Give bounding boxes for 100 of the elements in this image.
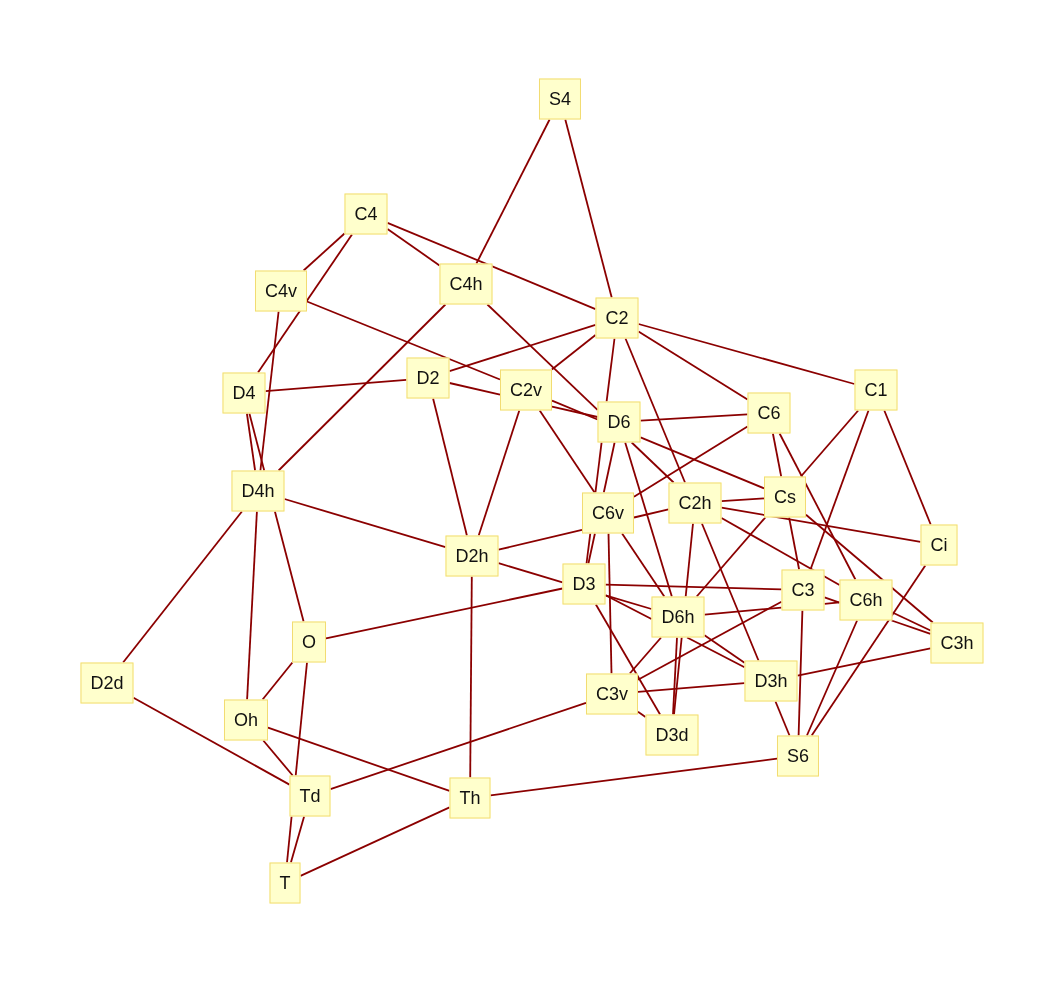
graph-node: Cs — [764, 476, 806, 518]
graph-node: S4 — [539, 78, 581, 120]
connector-line — [637, 600, 783, 681]
connector-line — [294, 661, 308, 777]
connector-line — [329, 701, 587, 790]
connector-line — [264, 378, 408, 393]
connector-line — [283, 498, 447, 549]
connector-line — [262, 739, 294, 777]
connector-line — [637, 682, 746, 693]
connector-line — [883, 409, 932, 526]
connector-line — [448, 382, 501, 396]
connector-line — [290, 815, 305, 864]
connector-line — [639, 436, 765, 490]
connector-line — [605, 337, 616, 403]
graph-node: D6 — [597, 401, 641, 443]
connector-line — [551, 334, 597, 371]
connector-line — [475, 118, 551, 265]
connector-line — [720, 497, 765, 503]
graph-node: Td — [289, 775, 331, 817]
graph-node: D2h — [445, 535, 499, 577]
connector-line — [248, 412, 266, 472]
connector-line — [386, 228, 441, 267]
connector-line — [637, 330, 749, 401]
connector-line — [639, 413, 749, 422]
connector-line — [267, 726, 451, 792]
connector-line — [806, 619, 858, 737]
connector-line — [891, 611, 932, 632]
graph-node: T — [269, 862, 301, 904]
graph-node: C4v — [255, 270, 307, 312]
connector-line — [477, 409, 521, 537]
connector-line — [277, 303, 447, 472]
connector-line — [246, 412, 256, 472]
connector-line — [774, 700, 791, 737]
graph-node: D3 — [562, 563, 606, 605]
connector-line — [497, 562, 564, 584]
graph-node: C6h — [839, 579, 893, 621]
graph-node: D4 — [222, 372, 266, 414]
graph-node: C2 — [595, 297, 639, 339]
connector-line — [594, 441, 603, 494]
connector-line — [538, 409, 596, 494]
connector-line — [633, 508, 670, 519]
connector-line — [621, 532, 666, 598]
connector-line — [701, 522, 760, 662]
connector-line — [633, 425, 749, 498]
connector-line — [637, 323, 856, 385]
connector-line — [386, 222, 597, 310]
connector-line — [810, 564, 927, 737]
graph-node: D4h — [231, 470, 285, 512]
connector-line — [624, 441, 673, 598]
graph-node: Oh — [224, 699, 268, 741]
graph-node: D2d — [80, 662, 134, 704]
connector-line — [720, 506, 922, 543]
connector-line — [246, 510, 258, 701]
connector-line — [274, 510, 305, 623]
connector-line — [772, 432, 783, 478]
connector-line — [630, 441, 675, 484]
connector-line — [261, 661, 294, 701]
graph-node: C4 — [344, 193, 388, 235]
graph-node: C2v — [500, 369, 552, 411]
connector-line — [489, 757, 778, 797]
connector-line — [686, 636, 746, 669]
connector-line — [778, 432, 857, 581]
connector-line — [259, 310, 280, 472]
connector-line — [595, 603, 661, 716]
graph-node: D3d — [645, 714, 699, 756]
connector-line — [607, 532, 613, 675]
connector-line — [122, 510, 243, 664]
connector-line — [585, 532, 592, 565]
graph-node: C3 — [781, 569, 825, 611]
connector-line — [257, 233, 353, 374]
connector-line — [551, 399, 599, 421]
graph-node: C3h — [930, 622, 984, 664]
connector-line — [497, 529, 583, 551]
connector-line — [797, 609, 804, 737]
graph-node: Ci — [920, 524, 958, 566]
connector-line — [703, 606, 783, 616]
connector-line — [564, 118, 613, 299]
connector-line — [132, 696, 291, 786]
connector-line — [890, 619, 932, 635]
connector-line — [299, 806, 451, 877]
connector-line — [809, 409, 870, 571]
connector-line — [604, 594, 653, 620]
graph-node: D2 — [406, 357, 450, 399]
connector-line — [302, 232, 346, 272]
connector-line — [823, 596, 841, 604]
connector-line — [672, 636, 678, 716]
connector-line — [432, 397, 468, 537]
connector-line — [604, 583, 783, 591]
graph-node: C2h — [668, 482, 722, 524]
graph-node: C3v — [586, 673, 638, 715]
connector-line — [286, 815, 293, 864]
graph-node: C6 — [747, 392, 791, 434]
connector-line — [703, 634, 746, 664]
graph-node: O — [292, 621, 326, 663]
graph-node: Th — [449, 777, 491, 819]
connector-line — [628, 636, 662, 675]
graph-node: S6 — [777, 735, 819, 777]
connector-line — [602, 441, 616, 494]
connector-line — [637, 710, 647, 718]
connector-line — [469, 575, 473, 779]
